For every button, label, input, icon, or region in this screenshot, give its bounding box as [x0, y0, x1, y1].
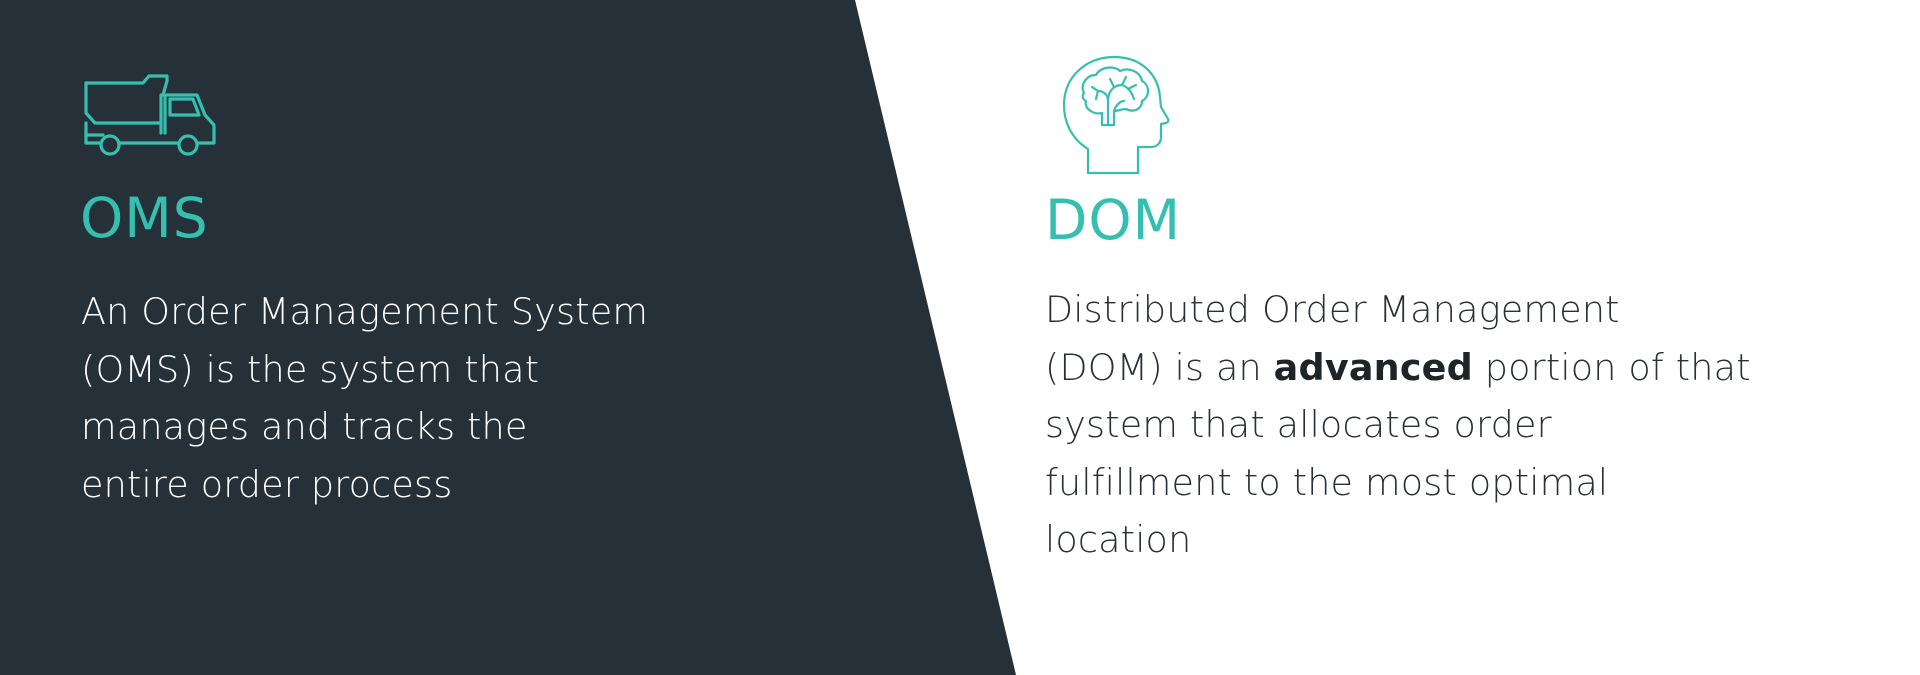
dom-description-line: location: [1045, 518, 1192, 561]
dom-title: DOM: [1045, 188, 1182, 252]
dom-description-line: system that allocates order: [1045, 403, 1552, 446]
dom-description: Distributed Order Management (DOM) is an…: [1045, 281, 1751, 569]
dom-description-line: Distributed Order Management: [1045, 288, 1620, 331]
oms-description-line: (OMS) is the system that: [81, 347, 540, 391]
oms-title: OMS: [80, 186, 209, 250]
brain-head-icon: [1062, 55, 1170, 175]
oms-description-line: An Order Management System: [81, 290, 649, 333]
dom-description-text: (DOM) is an: [1045, 345, 1274, 389]
dom-description-line: (DOM) is an advanced portion of that: [1045, 339, 1751, 397]
advanced-emphasis: advanced: [1273, 345, 1473, 389]
oms-description-line: entire order process: [81, 462, 453, 506]
oms-description: An Order Management System (OMS) is the …: [81, 283, 648, 513]
dom-description-line: fulfillment to the most optimal: [1045, 460, 1609, 504]
dump-truck-icon: [84, 74, 216, 156]
oms-description-line: manages and tracks the: [81, 405, 528, 448]
dom-description-text: portion of that: [1472, 345, 1751, 389]
